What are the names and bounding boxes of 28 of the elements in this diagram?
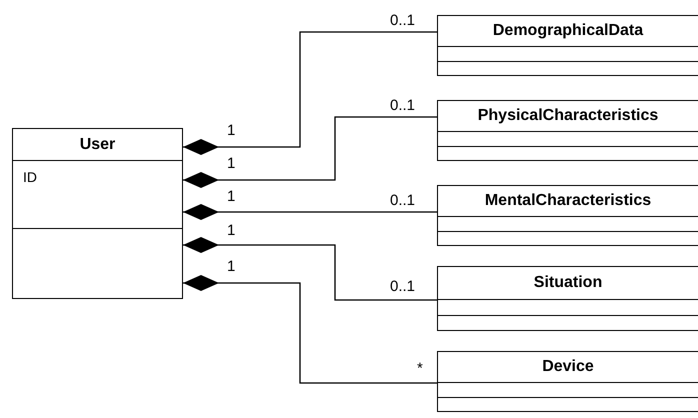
class-box [437, 266, 698, 331]
class-name: PhysicalCharacteristics [478, 107, 658, 125]
attribute-text: ID [23, 169, 37, 185]
multiplicity-label: 0..1 [390, 278, 416, 295]
class-name: Device [542, 358, 594, 376]
class-box [437, 100, 698, 161]
multiplicity-label: * [417, 360, 423, 377]
composition-line [183, 275, 437, 384]
multiplicity-label: 1 [227, 122, 236, 139]
class-name: DemographicalData [492, 22, 644, 40]
multiplicity-label: 0..1 [390, 97, 416, 114]
class-name: MentalCharacteristics [484, 192, 652, 210]
composition-line [183, 204, 437, 220]
multiplicity-label: 0..1 [390, 12, 416, 29]
composition-line [183, 116, 437, 188]
multiplicity-label: 1 [227, 188, 236, 205]
multiplicity-label: 0..1 [390, 192, 416, 209]
composition-line [183, 237, 437, 301]
class-name: User [80, 136, 116, 154]
class-box [437, 351, 698, 412]
multiplicity-label: 1 [227, 258, 236, 275]
class-box [12, 128, 183, 299]
class-box [437, 185, 698, 246]
class-box [437, 15, 698, 76]
multiplicity-label: 1 [227, 155, 236, 172]
class-name: Situation [534, 274, 602, 292]
multiplicity-label: 1 [227, 222, 236, 239]
composition-line [183, 31, 437, 155]
